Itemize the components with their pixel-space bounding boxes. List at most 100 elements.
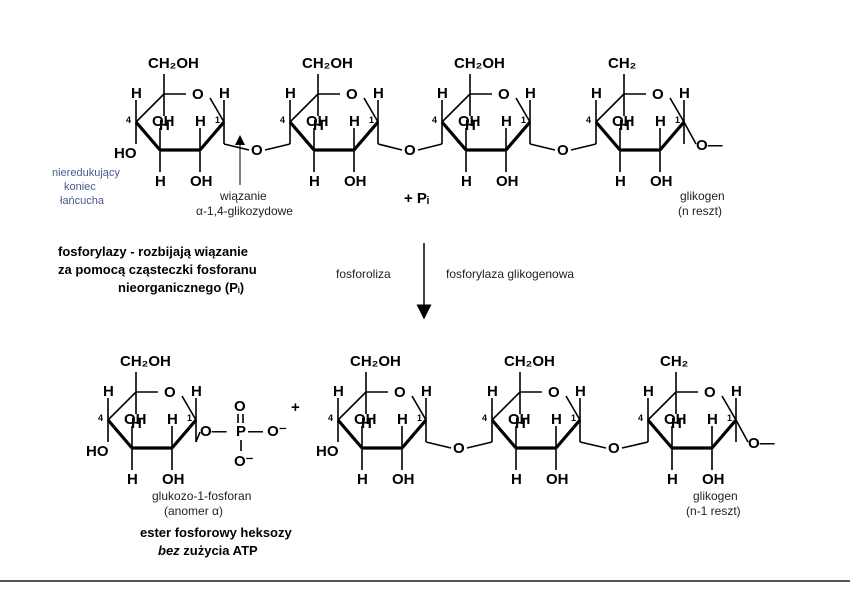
- c4-h: H: [643, 383, 654, 400]
- c3-h: H: [667, 471, 678, 488]
- c2-h: H: [167, 411, 178, 428]
- c4-ho: HO: [316, 443, 339, 460]
- bond-label-2: α-1,4-glikozydowe: [196, 204, 293, 218]
- c1-number: 1: [369, 115, 374, 125]
- ch2-group: CH₂OH: [302, 55, 353, 72]
- c5-h: H: [671, 415, 682, 432]
- phosphorylases-note-3: nieorganicznego (Pᵢ): [118, 280, 244, 295]
- glycogen-bottom-label-1: glikogen: [693, 489, 738, 503]
- c4-h: H: [285, 85, 296, 102]
- c2-h: H: [195, 113, 206, 130]
- ring-oxygen: O: [498, 86, 510, 103]
- c2-h: H: [501, 113, 512, 130]
- ch2-group: CH₂OH: [350, 353, 401, 370]
- ch2-group: CH₂OH: [454, 55, 505, 72]
- c4-number: 4: [586, 115, 591, 125]
- c3-oh: OH: [508, 411, 531, 428]
- c4-h: H: [103, 383, 114, 400]
- phosphorus-atom: P: [236, 423, 246, 440]
- ring-oxygen: O: [394, 384, 406, 401]
- plus-pi: + Pᵢ: [404, 190, 429, 207]
- glycosidic-link-1: O: [377, 142, 443, 159]
- c1-h: H: [191, 383, 202, 400]
- ch2-group: CH₂OH: [148, 55, 199, 72]
- c2-h: H: [349, 113, 360, 130]
- chain-continuation: O—: [696, 137, 723, 154]
- glycosidic-link-0: O: [223, 142, 291, 159]
- ring-oxygen: O: [652, 86, 664, 103]
- c2-h: H: [655, 113, 666, 130]
- ch2-group: CH₂OH: [504, 353, 555, 370]
- glucose-rings: CH₂OHOHH4HOH1HOHOHHCH₂OHOHH4H1HOHOHHCH₂O…: [86, 55, 775, 488]
- ester-note-1: ester fosforowy heksozy: [140, 525, 292, 540]
- c2-oh: OH: [546, 471, 569, 488]
- phosphorylases-note-2: za pomocą cząsteczki fosforanu: [58, 262, 257, 277]
- ch2-group: CH₂OH: [120, 353, 171, 370]
- phosphate-o-minus-bottom: O⁻: [234, 453, 254, 470]
- c1-h: H: [525, 85, 536, 102]
- c5-h: H: [131, 415, 142, 432]
- phosphate-double-o: O: [234, 398, 246, 415]
- c3-h: H: [511, 471, 522, 488]
- glycogen-bottom-label-2: (n-1 reszt): [686, 504, 741, 518]
- c3-h: H: [127, 471, 138, 488]
- phosphate-o-minus-right: — O⁻: [248, 423, 287, 440]
- glycosidic-link-4: O: [579, 440, 649, 457]
- c3-oh: OH: [152, 113, 175, 130]
- c4-h: H: [487, 383, 498, 400]
- nonreducing-end-label-2: koniec: [64, 181, 96, 193]
- ring-oxygen: O: [164, 384, 176, 401]
- nonreducing-end-label-3: łańcucha: [60, 195, 105, 207]
- c3-oh: OH: [458, 113, 481, 130]
- c3-oh: OH: [664, 411, 687, 428]
- c3-h: H: [309, 173, 320, 190]
- glycosidic-link-3: O: [425, 440, 493, 457]
- c2-oh: OH: [162, 471, 185, 488]
- glycogen-top-label-2: (n reszt): [678, 204, 722, 218]
- enzyme-label: fosforylaza glikogenowa: [446, 267, 574, 281]
- ch2-group: CH₂: [660, 353, 688, 370]
- c2-oh: OH: [496, 173, 519, 190]
- c1-h: H: [373, 85, 384, 102]
- c1-number: 1: [521, 115, 526, 125]
- c5-h: H: [313, 117, 324, 134]
- c5-h: H: [619, 117, 630, 134]
- link-oxygen: O: [404, 142, 416, 159]
- g1p-name-1: glukozo-1-fosforan: [152, 489, 251, 503]
- ring-oxygen: O: [346, 86, 358, 103]
- link-oxygen: O: [608, 440, 620, 457]
- phosphate-group: O— P — O⁻ O O⁻: [200, 398, 287, 470]
- ring-oxygen: O: [704, 384, 716, 401]
- c5-h: H: [515, 415, 526, 432]
- link-oxygen: O: [453, 440, 465, 457]
- phosphate-ester-o: O—: [200, 423, 227, 440]
- c4-number: 4: [482, 413, 487, 423]
- link-oxygen: O: [251, 142, 263, 159]
- c1-number: 1: [187, 413, 192, 423]
- c4-number: 4: [328, 413, 333, 423]
- c2-oh: OH: [650, 173, 673, 190]
- c4-number: 4: [280, 115, 285, 125]
- c2-h: H: [551, 411, 562, 428]
- c3-h: H: [357, 471, 368, 488]
- c4-ho: HO: [86, 443, 109, 460]
- link-oxygen: O: [557, 142, 569, 159]
- ch2-group: CH₂: [608, 55, 636, 72]
- c4-number: 4: [98, 413, 103, 423]
- chain-continuation: O—: [748, 435, 775, 452]
- c4-number: 4: [126, 115, 131, 125]
- c1-h: H: [679, 85, 690, 102]
- c2-oh: OH: [392, 471, 415, 488]
- c2-oh: OH: [702, 471, 725, 488]
- c4-h: H: [591, 85, 602, 102]
- c1-number: 1: [571, 413, 576, 423]
- c3-oh: OH: [306, 113, 329, 130]
- c1-h: H: [575, 383, 586, 400]
